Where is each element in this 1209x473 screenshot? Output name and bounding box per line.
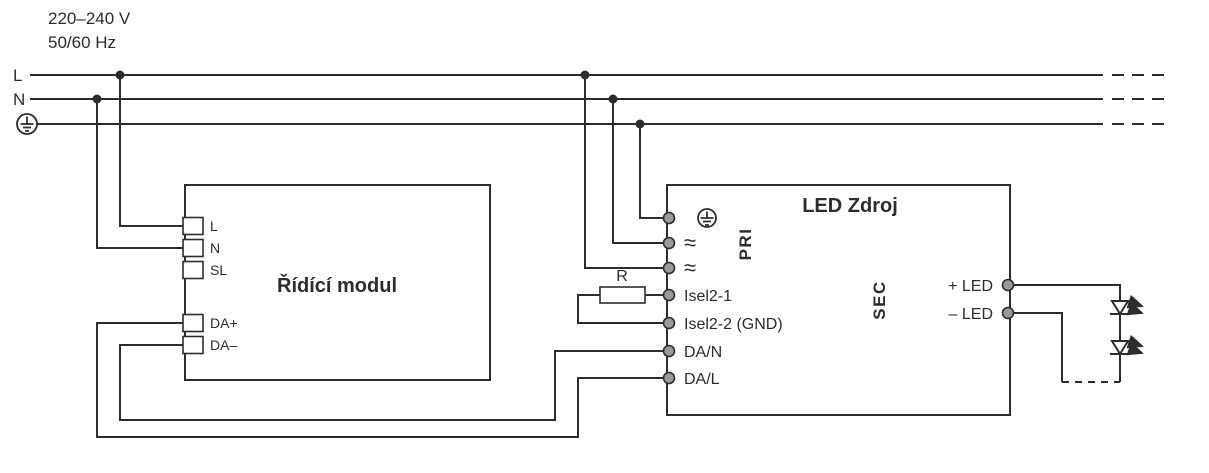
terminal-label-led-plus: + LED bbox=[948, 278, 993, 295]
terminal-label-sl: SL bbox=[210, 262, 227, 278]
resistor-label: R bbox=[616, 268, 628, 285]
wire-l-to-module bbox=[119, 75, 183, 227]
wire-n-to-module bbox=[96, 99, 183, 249]
line-label-l: L bbox=[13, 66, 22, 85]
led-driver-sec-terminals: + LED – LED bbox=[948, 278, 1015, 323]
terminal-box-da-plus bbox=[182, 313, 204, 333]
junction-dot bbox=[115, 70, 125, 80]
line-label-n: N bbox=[13, 90, 25, 109]
wire-da-minus-to-dan bbox=[119, 344, 667, 421]
terminal-label-ac-1: ≈ bbox=[684, 230, 696, 255]
led-driver-box bbox=[666, 184, 1011, 416]
pri-label: PRI bbox=[736, 228, 755, 261]
terminal-label-n: N bbox=[210, 240, 220, 256]
terminal-led-minus bbox=[1001, 306, 1015, 320]
junction-dot bbox=[92, 94, 102, 104]
junction-dot bbox=[580, 70, 590, 80]
terminal-label-isel2-2: Isel2-2 (GND) bbox=[684, 316, 783, 333]
terminal-label-da-n: DA/N bbox=[684, 344, 722, 361]
wire-pe-to-driver bbox=[639, 124, 667, 219]
terminal-box-da-minus bbox=[182, 335, 204, 355]
terminal-isel2-1 bbox=[662, 288, 676, 302]
led-driver-title: LED Zdroj bbox=[802, 195, 898, 217]
terminal-da-n bbox=[662, 344, 676, 358]
wire-resistor-to-isel2 bbox=[577, 294, 667, 324]
wire-led-minus bbox=[1013, 312, 1063, 382]
terminal-label-da-plus: DA+ bbox=[210, 315, 238, 331]
control-module-terminals: L N SL DA+ DA– bbox=[182, 216, 238, 355]
terminal-pe bbox=[662, 211, 676, 225]
mains-lines bbox=[30, 74, 1164, 125]
terminal-box-sl bbox=[182, 260, 204, 280]
terminal-box-l bbox=[182, 216, 204, 236]
wire-da-plus-to-dal bbox=[96, 322, 667, 438]
earth-icon bbox=[697, 208, 717, 228]
terminal-isel2-2 bbox=[662, 316, 676, 330]
terminal-da-l bbox=[662, 371, 676, 385]
terminal-label-led-minus: – LED bbox=[949, 306, 993, 323]
wire-n-to-driver bbox=[612, 99, 667, 244]
terminal-led-plus bbox=[1001, 278, 1015, 292]
terminal-label-da-l: DA/L bbox=[684, 371, 720, 388]
terminal-label-l: L bbox=[210, 218, 218, 234]
control-module-title: Řídící modul bbox=[277, 273, 397, 297]
control-module-box bbox=[184, 184, 491, 381]
terminal-box-n bbox=[182, 238, 204, 258]
led-icon bbox=[1110, 334, 1144, 356]
led-driver-pri-terminals: ≈ ≈ Isel2-1 Isel2-2 (GND) DA/N DA/L bbox=[662, 208, 783, 388]
wire-led-plus bbox=[1013, 284, 1121, 301]
junction-dot bbox=[635, 119, 645, 129]
earth-icon bbox=[16, 113, 38, 135]
led-icon bbox=[1110, 294, 1144, 316]
terminal-label-da-minus: DA– bbox=[210, 337, 237, 353]
terminal-label-isel2-1: Isel2-1 bbox=[684, 288, 732, 305]
terminal-ac-1 bbox=[662, 236, 676, 250]
supply-voltage-label: 220–240 V bbox=[48, 9, 131, 28]
resistor bbox=[599, 286, 646, 304]
sec-label: SEC bbox=[870, 280, 889, 319]
terminal-label-ac-2: ≈ bbox=[684, 255, 696, 280]
terminal-ac-2 bbox=[662, 261, 676, 275]
junction-dot bbox=[608, 94, 618, 104]
wire-l-to-driver bbox=[584, 75, 667, 269]
supply-frequency-label: 50/60 Hz bbox=[48, 33, 116, 52]
